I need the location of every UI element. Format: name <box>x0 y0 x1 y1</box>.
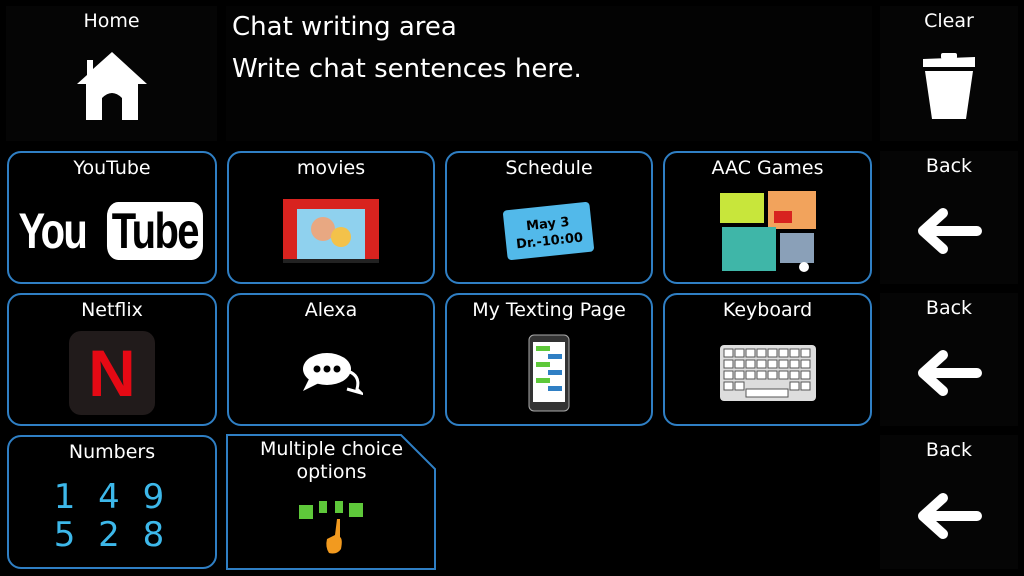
alexa-label: Alexa <box>304 299 358 321</box>
keyboard-button[interactable]: Keyboard <box>663 293 872 426</box>
numbers-row: 1 4 9 <box>53 476 171 517</box>
chat-placeholder: Write chat sentences here. <box>232 54 582 84</box>
back-label: Back <box>925 297 973 319</box>
netflix-button[interactable]: Netflix N <box>7 293 217 426</box>
movie-theater-icon <box>283 180 379 282</box>
clear-button[interactable]: Clear <box>880 6 1018 141</box>
netflix-label: Netflix <box>81 299 143 321</box>
arrow-left-icon <box>915 320 983 426</box>
back-button-1[interactable]: Back <box>880 151 1018 284</box>
netflix-logo-icon: N <box>69 322 155 424</box>
back-label: Back <box>925 439 973 461</box>
multiple-choice-label: Multiple choice options <box>259 438 404 483</box>
numbers-icon: 1 4 9 5 2 8 <box>54 464 171 567</box>
logo-you: You <box>18 203 87 259</box>
schedule-button[interactable]: Schedule May 3 Dr.-10:00 <box>445 151 653 284</box>
home-button[interactable]: Home <box>6 6 217 141</box>
back-label: Back <box>925 155 973 177</box>
numbers-label: Numbers <box>68 441 156 463</box>
games-icon <box>718 180 818 282</box>
arrow-left-icon <box>915 462 983 569</box>
arrow-left-icon <box>915 178 983 284</box>
speech-bubble-icon <box>299 322 363 424</box>
numbers-button[interactable]: Numbers 1 4 9 5 2 8 <box>7 435 217 569</box>
chat-title: Chat writing area <box>232 12 457 42</box>
schedule-label: Schedule <box>505 157 593 179</box>
aac-games-label: AAC Games <box>711 157 824 179</box>
my-texting-page-button[interactable]: My Texting Page <box>445 293 653 426</box>
folder-corner-border <box>226 434 436 570</box>
calendar-icon: May 3 Dr.-10:00 <box>503 180 595 282</box>
back-button-2[interactable]: Back <box>880 293 1018 426</box>
youtube-logo-icon: You Tube <box>10 180 214 282</box>
keyboard-label: Keyboard <box>722 299 813 321</box>
movies-label: movies <box>296 157 366 179</box>
back-button-3[interactable]: Back <box>880 435 1018 569</box>
aac-games-button[interactable]: AAC Games <box>663 151 872 284</box>
chat-writing-area[interactable]: Chat writing area Write chat sentences h… <box>226 6 872 141</box>
my-texting-page-label: My Texting Page <box>472 299 626 321</box>
clear-label: Clear <box>924 10 974 32</box>
choice-pointing-icon <box>297 484 367 570</box>
multiple-choice-button[interactable]: Multiple choice options <box>226 434 437 570</box>
numbers-row: 5 2 8 <box>53 514 171 555</box>
alexa-button[interactable]: Alexa <box>227 293 435 426</box>
phone-texting-icon <box>528 322 570 424</box>
trash-icon <box>919 33 979 141</box>
youtube-label: YouTube <box>73 157 151 179</box>
movies-button[interactable]: movies <box>227 151 435 284</box>
netflix-n: N <box>69 331 155 415</box>
youtube-button[interactable]: YouTube You Tube <box>7 151 217 284</box>
home-icon <box>76 33 147 141</box>
logo-tube: Tube <box>106 202 203 260</box>
home-label: Home <box>83 10 140 32</box>
keyboard-icon <box>719 322 816 424</box>
